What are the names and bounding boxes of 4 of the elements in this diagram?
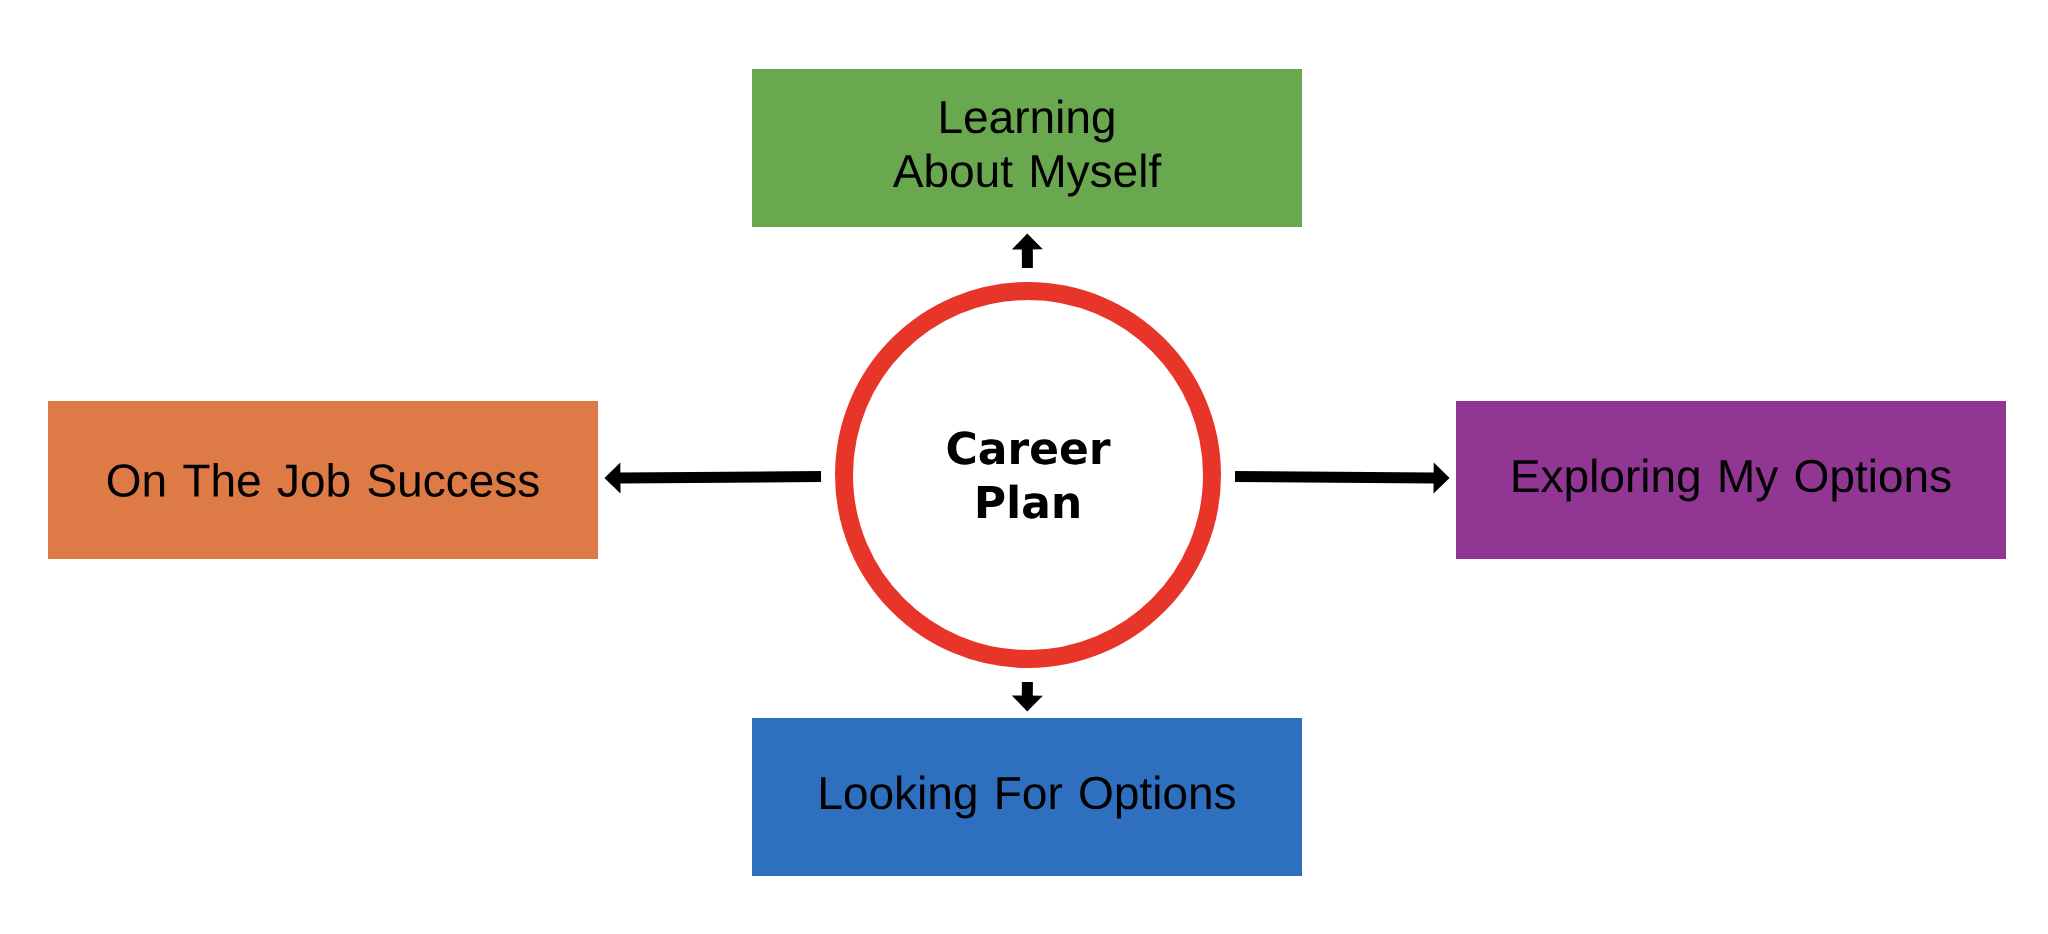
process-box: Looking For Options bbox=[752, 718, 1302, 876]
process-box: On The Job Success bbox=[48, 401, 598, 559]
process-box: Exploring My Options bbox=[1456, 401, 2006, 559]
process-box: Learning About Myself bbox=[752, 69, 1302, 227]
